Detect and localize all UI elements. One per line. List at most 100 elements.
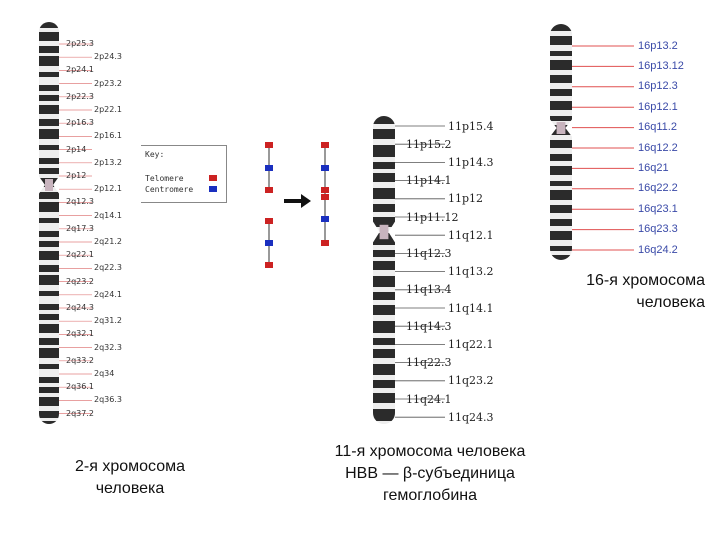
band-label: 11p15.2	[406, 137, 452, 151]
centromere-swatch	[209, 186, 217, 192]
band-label: 2q24.1	[94, 289, 122, 299]
chromosome-band	[373, 338, 395, 345]
band-label: 2q32.3	[94, 342, 122, 352]
chromosome-band	[373, 345, 395, 349]
chromosome-band	[550, 116, 572, 121]
centromere-band	[556, 122, 566, 134]
chromosome-band	[550, 45, 572, 51]
chromosome-band	[550, 60, 572, 70]
band-label: 2p12.1	[94, 184, 122, 194]
band-label: 11p14.1	[406, 174, 452, 188]
chromosome-band	[39, 260, 59, 265]
band-label: 2p13.2	[94, 157, 122, 167]
chromosome-band	[550, 190, 572, 200]
centromere-constriction	[372, 220, 396, 244]
chromosome-band	[39, 129, 59, 139]
chromosome-band	[373, 162, 395, 169]
chromosome-band	[39, 126, 59, 129]
chromosome-band	[373, 388, 395, 393]
chromosome-band	[373, 421, 395, 424]
chromosome-band	[550, 101, 572, 110]
chr11-caption: 11-я хромосома человека HBB — β-субъедин…	[334, 443, 526, 504]
chromosome-band	[550, 24, 572, 31]
chromosome-band	[39, 369, 59, 377]
chromosome-band	[39, 272, 59, 275]
chromosome-band	[373, 276, 395, 287]
chromosome-band	[550, 83, 572, 89]
chromosome-band	[39, 231, 59, 237]
chromosome-band	[373, 173, 395, 182]
band-label: 2q21.2	[94, 237, 122, 246]
chromosome-band	[39, 406, 59, 411]
chromosome-band	[373, 157, 395, 162]
chromosome-band	[373, 380, 395, 388]
band-label: 2p16.1	[94, 131, 122, 141]
chromosome-band	[39, 383, 59, 387]
band-label: 2p22.1	[94, 105, 122, 114]
chromosome-band	[550, 213, 572, 219]
centromere-constriction	[38, 175, 60, 195]
chromosome-band	[39, 421, 59, 424]
chromosome-band	[39, 324, 59, 333]
chromosome-band	[39, 145, 59, 150]
chromosome-band	[373, 409, 395, 421]
chromosome-band	[550, 110, 572, 116]
chromosome-band	[550, 89, 572, 96]
chromosome-band	[373, 204, 395, 212]
left-chromosome-pair	[265, 142, 273, 268]
chromosome-band	[550, 205, 572, 213]
key-title: Key:	[145, 150, 165, 159]
chromosome-band	[373, 217, 395, 227]
chromosome-band	[373, 305, 395, 315]
chromosome-band	[373, 270, 395, 276]
chromosome-band	[39, 56, 59, 66]
chromosome-band	[373, 403, 395, 409]
chromosome-band	[373, 364, 395, 375]
band-label: 2p22.3	[66, 91, 94, 101]
band-label: 16q22.2	[638, 182, 678, 195]
band-label: 2q17.3	[66, 223, 94, 233]
band-label: 16q11.2	[638, 121, 677, 134]
chromosome-band	[39, 212, 59, 218]
band-label: 2q36.1	[66, 382, 94, 392]
chromosome-band	[550, 75, 572, 83]
chromosome-band	[39, 358, 59, 364]
band-label: 16p12.3	[638, 80, 678, 93]
chromosome-band	[373, 257, 395, 261]
band-label: 11q14.3	[406, 319, 452, 333]
chromosome-band	[39, 247, 59, 251]
chromosome-band	[39, 77, 59, 85]
band-label: 11q22.1	[448, 337, 494, 351]
band-label: 2p24.1	[66, 65, 94, 75]
chromosome-band	[39, 101, 59, 105]
band-label: 11q23.2	[448, 374, 494, 388]
chromosome-band	[550, 51, 572, 56]
chromosome-band	[39, 119, 59, 126]
band-label: 2p14	[66, 144, 87, 154]
chromosome-band	[39, 168, 59, 174]
chr16-caption: 16-я хромосома человека	[586, 272, 705, 311]
band-label: 11p15.4	[448, 119, 494, 133]
band-label: 2q24.3	[66, 303, 94, 312]
chromosome-band	[550, 135, 572, 140]
key-legend: Key: Telomere Centromere	[141, 145, 227, 203]
chromosome-band	[39, 105, 59, 114]
band-label: 16q12.2	[638, 141, 678, 154]
band-label: 16q21	[638, 161, 669, 174]
chromosome-band	[39, 291, 59, 296]
chromosome-2	[38, 22, 92, 424]
band-label: 16q23.3	[638, 223, 678, 236]
band-label: 11p12	[448, 192, 484, 206]
chromosome-band	[373, 292, 395, 300]
chromosome-band	[550, 148, 572, 154]
chromosome-band	[373, 124, 395, 129]
chromosome-band	[39, 418, 59, 421]
chromosome-band	[373, 116, 395, 124]
band-label: 11q24.1	[406, 392, 452, 406]
chromosome-band	[39, 72, 59, 77]
band-label: 2q23.2	[66, 276, 94, 286]
band-label: 16q24.2	[638, 243, 678, 256]
chromosome-11	[372, 116, 445, 424]
chromosome-band	[39, 150, 59, 158]
chromosome-band	[39, 237, 59, 241]
